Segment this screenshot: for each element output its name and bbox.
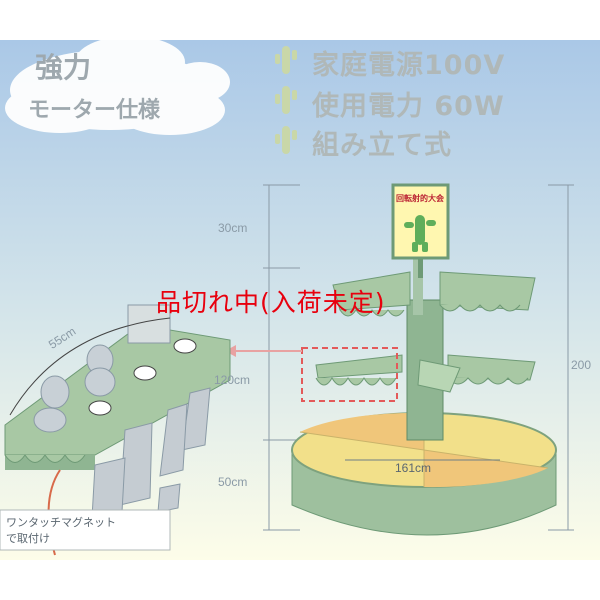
sign-label: 回転射的大会 (396, 194, 444, 203)
base-platform (291, 412, 557, 536)
dimension-lines (263, 184, 574, 531)
magnet-note-line1: ワンタッチマグネット (6, 516, 116, 529)
cactus-mascot-icon (404, 215, 436, 252)
dim-middle-height: 120cm (214, 373, 251, 387)
power-subtitle: モーター仕様 (28, 98, 161, 123)
magnet-note-box (0, 509, 171, 551)
cactus-icon (275, 46, 297, 74)
cactus-icon (275, 86, 297, 114)
dim-diameter: 161cm (395, 461, 432, 475)
carousel-structure (315, 255, 536, 441)
arc-indicator (9, 317, 171, 416)
feature-power-usage: 使用電力 60W (312, 91, 505, 122)
sign-board (391, 183, 450, 278)
dim-bottom-height: 50cm (218, 475, 248, 489)
highlight-box (301, 347, 398, 402)
feature-assembly: 組み立て式 (312, 130, 452, 161)
cloud (5, 36, 230, 135)
power-title: 強力 (35, 51, 92, 84)
dim-top-height: 30cm (218, 221, 248, 235)
cactus-icon (275, 126, 297, 154)
feature-power-source: 家庭電源100V (312, 50, 506, 81)
gallery-detail (4, 304, 231, 556)
sold-out-notice: 品切れ中(入荷未定) (156, 288, 386, 317)
dim-total-height: 200 (571, 358, 592, 372)
magnet-note-line2: で取付け (6, 532, 50, 545)
